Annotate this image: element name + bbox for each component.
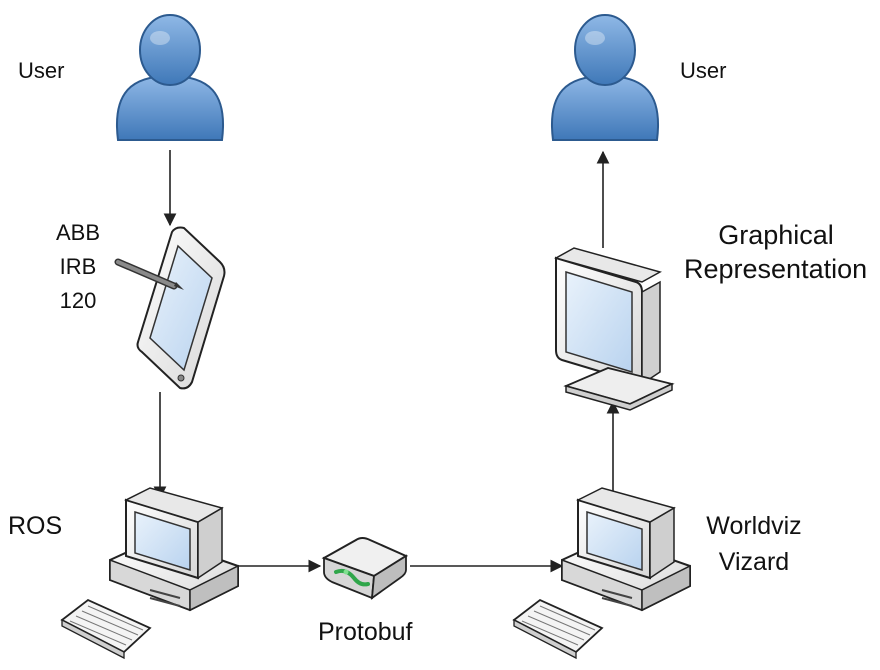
desktop-computer-icon — [512, 487, 691, 660]
monitor-icon — [554, 247, 675, 411]
user-label-left: User — [18, 58, 65, 83]
protobuf-label: Protobuf — [318, 618, 413, 646]
tablet-label-line1: ABB — [55, 220, 101, 245]
worldviz-label-line1: Worldviz — [706, 512, 802, 540]
graphical-label-line1: Graphical — [718, 220, 834, 250]
worldviz-label-line2: Vizard — [718, 548, 790, 576]
user-icon — [551, 14, 659, 141]
user-label-right: User — [680, 58, 727, 83]
tablet-label-line2: IRB — [59, 254, 97, 279]
tablet-label-line3: 120 — [59, 288, 97, 313]
ros-label: ROS — [8, 512, 63, 540]
network-device-icon — [321, 537, 409, 600]
user-icon — [116, 14, 224, 141]
graphical-label-line2: Representation — [684, 254, 868, 284]
desktop-computer-icon — [60, 487, 239, 660]
tablet-icon — [114, 226, 226, 390]
